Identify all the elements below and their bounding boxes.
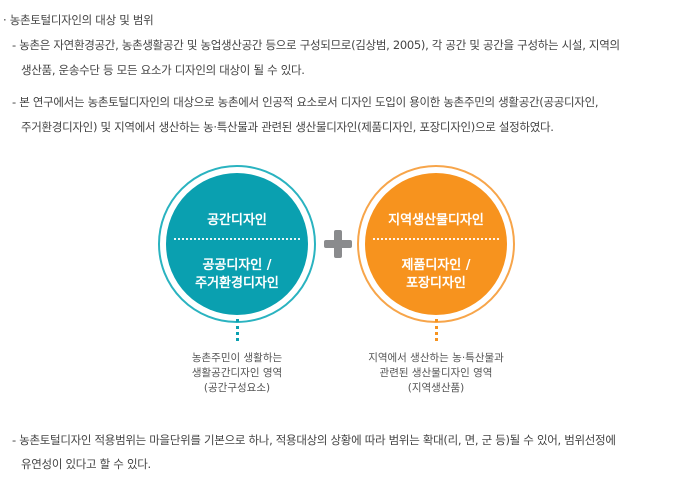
para3-line1: - 농촌토털디자인 적용범위는 마을단위를 기본으로 하나, 적용대상의 상황에… [12, 433, 616, 447]
para1-line2: 생산품, 운송수단 등 모든 요소가 디자인의 대상이 될 수 있다. [21, 63, 305, 77]
product-design-caption: 지역에서 생산하는 농·특산물과 관련된 생산물디자인 영역 (지역생산품) [351, 351, 521, 396]
plus-icon [324, 230, 352, 258]
space-design-sub1: 공공디자인 / [202, 258, 272, 273]
para2-line1: - 본 연구에서는 농촌토털디자인의 대상으로 농촌에서 인공적 요소로서 디자… [12, 95, 599, 109]
divider [373, 238, 499, 240]
divider [174, 238, 300, 240]
caption-line: 농촌주민이 생활하는 [191, 352, 283, 364]
space-design-caption: 농촌주민이 생활하는 생활공간디자인 영역 (공간구성요소) [152, 351, 322, 396]
product-design-circle: 지역생산물디자인 제품디자인 / 포장디자인 [357, 165, 515, 323]
space-design-circle: 공간디자인 공공디자인 / 주거환경디자인 [158, 165, 316, 323]
caption-line: (지역생산품) [407, 382, 465, 394]
space-design-sub2: 주거환경디자인 [195, 276, 279, 291]
product-design-sub2: 포장디자인 [406, 276, 466, 291]
section-heading: · 농촌토털디자인의 대상 및 범위 [3, 13, 154, 27]
para3-line2: 유연성이 있다고 할 수 있다. [21, 457, 151, 471]
product-design-sub1: 제품디자인 / [401, 258, 471, 273]
para1-line1: - 농촌은 자연환경공간, 농촌생활공간 및 농업생산공간 등으로 구성되므로(… [12, 38, 620, 52]
caption-line: 지역에서 생산하는 농·특산물과 [368, 352, 504, 364]
connector-dots [435, 319, 438, 341]
caption-line: 관련된 생산물디자인 영역 [379, 367, 493, 379]
para2-line2: 주거환경디자인) 및 지역에서 생산하는 농·특산물과 관련된 생산물디자인(제… [21, 120, 554, 134]
caption-line: (공간구성요소) [203, 382, 271, 394]
space-design-title: 공간디자인 [207, 213, 267, 228]
connector-dots [236, 319, 239, 341]
product-design-title: 지역생산물디자인 [388, 213, 484, 228]
caption-line: 생활공간디자인 영역 [191, 367, 283, 379]
